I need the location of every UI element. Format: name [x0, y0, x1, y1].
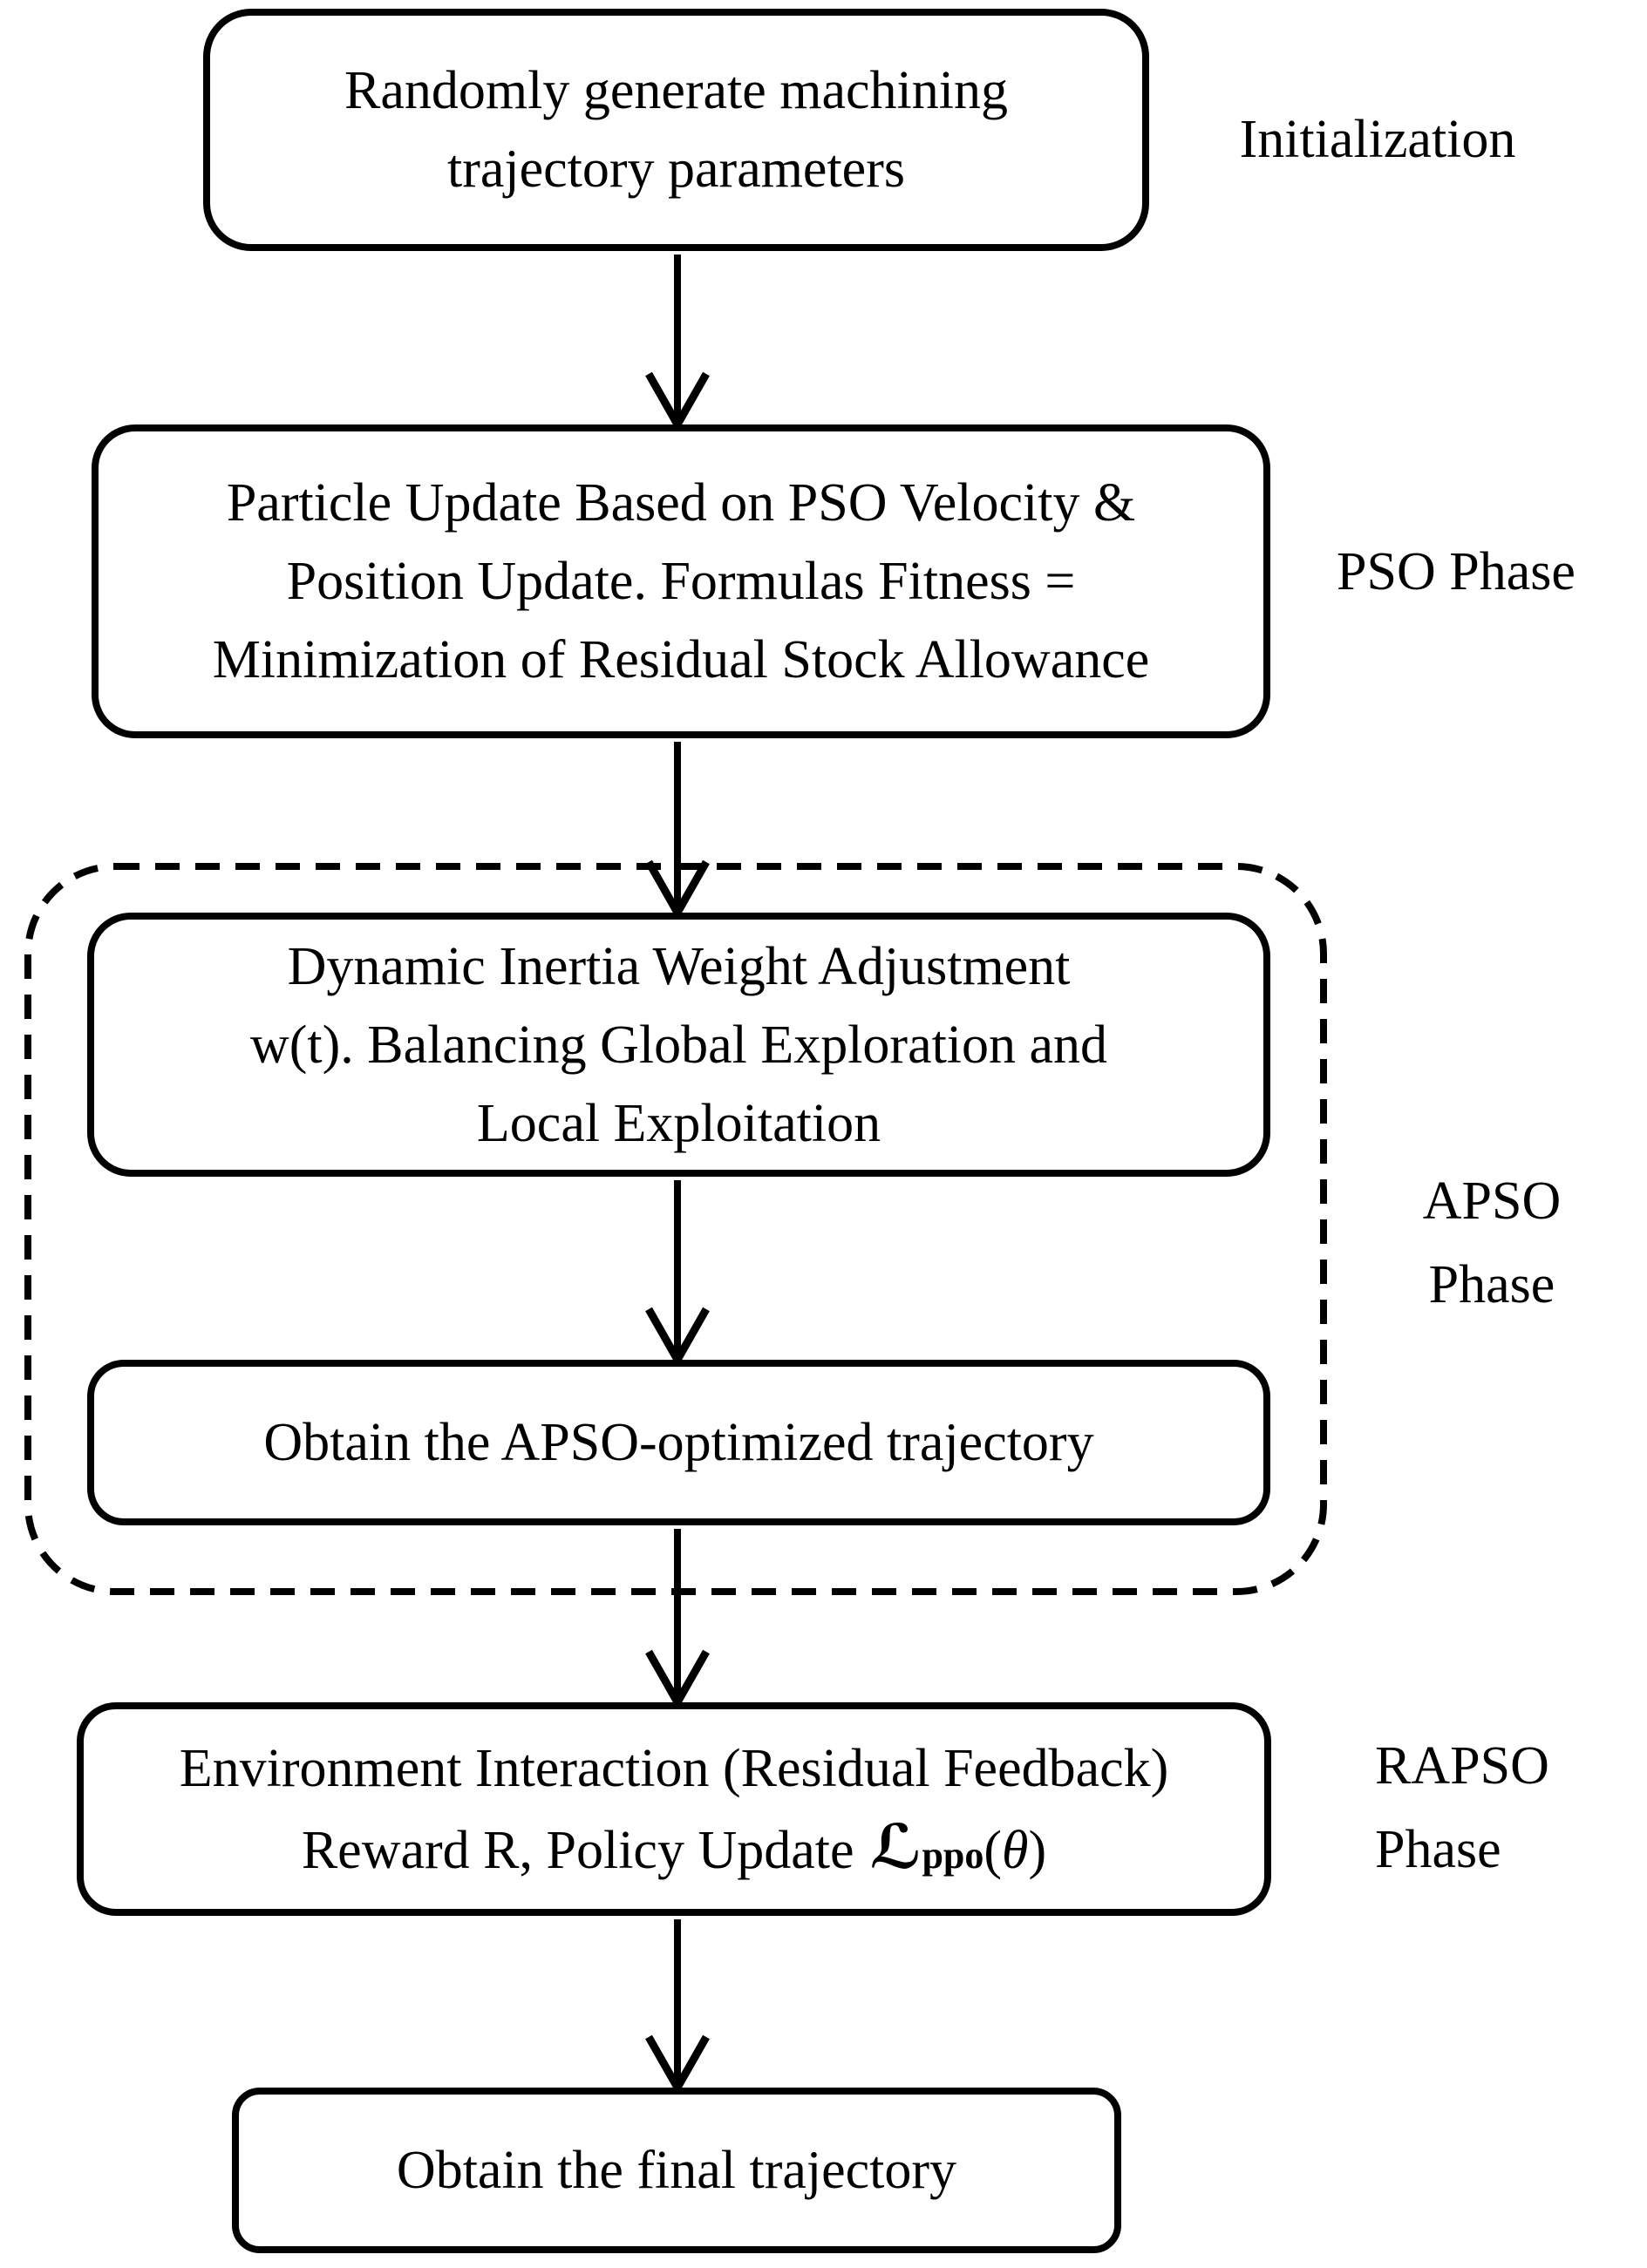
phase-label-apso-line1: APSO [1422, 1171, 1562, 1231]
node-final-line1: Obtain the final trajectory [396, 2141, 957, 2200]
theta-symbol: θ [1002, 1820, 1029, 1880]
flow-arrow-generate-to-pso [645, 255, 710, 433]
phase-label-rapso-line2: Phase [1375, 1820, 1501, 1879]
phase-label-rapso-line1: RAPSO [1375, 1736, 1549, 1796]
flow-arrow-apso-result-to-environment [645, 1529, 710, 1711]
node-pso-line3: Minimization of Residual Stock Allowance [212, 630, 1150, 689]
phase-label-rapso: RAPSO Phase [1375, 1724, 1647, 1891]
node-env-line1: Environment Interaction (Residual Feedba… [179, 1738, 1169, 1798]
node-pso-line2: Position Update. Formulas Fitness = [286, 552, 1076, 611]
node-apso-optimized-trajectory: Obtain the APSO-optimized trajectory [87, 1360, 1270, 1525]
phase-label-initialization: Initialization [1239, 110, 1516, 169]
node-pso-particle-update: Particle Update Based on PSO Velocity & … [92, 424, 1270, 738]
node-environment-interaction: Environment Interaction (Residual Feedba… [77, 1702, 1271, 1916]
node-inertia-line2: w(t). Balancing Global Exploration and [249, 1015, 1108, 1075]
node-generate-line2: trajectory parameters [447, 139, 905, 199]
node-final-trajectory: Obtain the final trajectory [232, 2088, 1121, 2253]
node-inertia-line1: Dynamic Inertia Weight Adjustment [287, 936, 1071, 996]
ppo-loss-symbol: ℒ [869, 1810, 922, 1883]
node-pso-line1: Particle Update Based on PSO Velocity & [226, 473, 1136, 533]
node-inertia-weight-adjustment: Dynamic Inertia Weight Adjustment w(t). … [87, 913, 1270, 1177]
phase-label-apso-line2: Phase [1428, 1255, 1555, 1314]
flow-arrow-environment-to-final [645, 1919, 710, 2096]
flow-arrow-inertia-to-apso-result [645, 1180, 710, 1368]
node-generate-parameters: Randomly generate machining trajectory p… [203, 9, 1149, 251]
theta-open-paren: ( [983, 1820, 1003, 1880]
theta-close-paren: ) [1028, 1820, 1047, 1880]
phase-label-pso: PSO Phase [1337, 542, 1576, 601]
phase-label-apso: APSO Phase [1352, 1159, 1631, 1327]
node-apso-out-line1: Obtain the APSO-optimized trajectory [263, 1413, 1094, 1472]
node-generate-line1: Randomly generate machining [344, 61, 1008, 120]
flow-arrow-pso-to-inertia [645, 742, 710, 921]
env-reward-text: Reward R, Policy Update [301, 1820, 854, 1880]
node-inertia-line3: Local Exploitation [476, 1093, 881, 1153]
